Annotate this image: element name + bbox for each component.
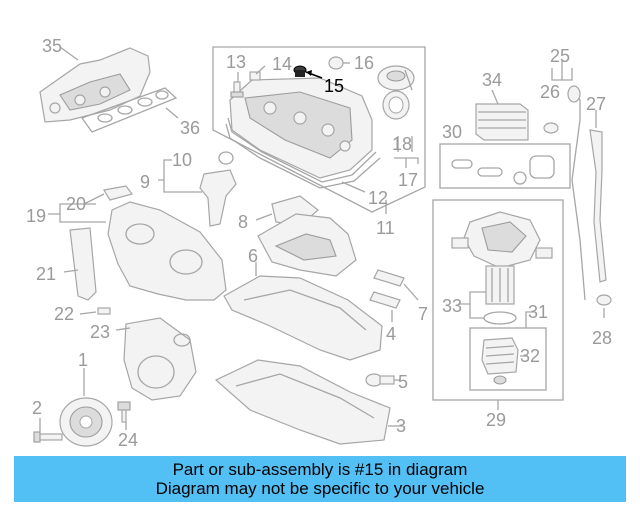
oil-filter-cap xyxy=(481,337,519,385)
callout-18: 18 xyxy=(392,134,412,154)
callout-35: 35 xyxy=(42,36,62,56)
callout-33: 33 xyxy=(442,296,462,316)
o-ring-10 xyxy=(218,151,234,165)
callout-7: 7 xyxy=(418,304,428,324)
oil-filter-element xyxy=(485,265,515,305)
callout-12: 12 xyxy=(368,188,388,208)
callout-3: 3 xyxy=(396,416,406,436)
callout-2: 2 xyxy=(32,398,42,418)
callout-15: 15 xyxy=(324,76,344,96)
seal-ring-18 xyxy=(382,90,410,120)
manifold-6 xyxy=(257,213,357,277)
callout-26: 26 xyxy=(540,82,560,102)
gasket-set-box-30 xyxy=(439,143,571,189)
bolt-13 xyxy=(230,81,244,98)
intake-manifold xyxy=(39,47,151,123)
seal-28 xyxy=(596,294,612,306)
callout-24: 24 xyxy=(118,430,138,450)
callout-25: 25 xyxy=(550,46,570,66)
valve-cover-gasket xyxy=(227,117,377,183)
dipstick-tube xyxy=(589,129,607,283)
banner-line-1: Part or sub-assembly is #15 in diagram xyxy=(172,460,468,479)
callout-31: 31 xyxy=(528,302,548,322)
valve-cover xyxy=(229,77,373,179)
callout-11: 11 xyxy=(376,218,395,238)
callout-34: 34 xyxy=(482,70,502,90)
highlighted-part-15 xyxy=(293,65,323,79)
callout-23: 23 xyxy=(90,322,110,342)
valve-cover-group-box xyxy=(212,46,426,213)
seal-26 xyxy=(543,122,559,134)
callout-32: 32 xyxy=(520,346,540,366)
pump-9 xyxy=(199,169,237,227)
oil-pan-lower xyxy=(214,359,391,445)
bracket-7 xyxy=(369,269,405,309)
callout-21: 21 xyxy=(36,264,56,284)
callout-36: 36 xyxy=(180,118,200,138)
callout-22: 22 xyxy=(54,304,74,324)
filter-cap-box-31 xyxy=(469,327,547,391)
oil-filler-cap xyxy=(377,65,415,91)
cover-seal-21 xyxy=(69,227,97,301)
gasket-set-30 xyxy=(451,155,555,185)
callout-13: 13 xyxy=(226,52,246,72)
parts-diagram: 1 2 3 4 5 6 7 8 9 10 11 12 13 14 15 16 1… xyxy=(26,36,612,450)
callout-29: 29 xyxy=(486,410,506,430)
oil-cooler xyxy=(475,103,529,141)
info-banner: Part or sub-assembly is #15 in diagram D… xyxy=(14,456,626,502)
callout-1: 1 xyxy=(78,350,88,370)
seal-5 xyxy=(365,373,395,387)
bolt-24 xyxy=(117,401,131,423)
sensor-14 xyxy=(249,71,261,81)
callout-19: 19 xyxy=(26,206,46,226)
upper-timing-cover xyxy=(107,201,227,301)
dipstick xyxy=(567,85,586,301)
oil-pan-upper xyxy=(223,275,383,361)
callout-8: 8 xyxy=(238,212,248,232)
bracket-20 xyxy=(103,185,134,201)
callout-6: 6 xyxy=(248,246,258,266)
lower-timing-cover xyxy=(123,317,197,401)
callout-28: 28 xyxy=(592,328,612,348)
callout-14: 14 xyxy=(272,54,292,74)
callout-30: 30 xyxy=(442,122,462,142)
callout-4: 4 xyxy=(386,324,396,344)
callout-27: 27 xyxy=(586,94,606,114)
crankshaft-pulley xyxy=(59,397,113,447)
intake-gasket xyxy=(80,87,178,133)
callout-20: 20 xyxy=(66,194,86,214)
oil-filter-housing xyxy=(451,211,553,269)
callout-10: 10 xyxy=(172,150,192,170)
callout-9: 9 xyxy=(140,172,150,192)
callout-5: 5 xyxy=(398,372,408,392)
callout-16: 16 xyxy=(354,53,374,73)
bolt-22 xyxy=(97,307,111,315)
pulley-bolt-2 xyxy=(33,431,63,443)
callout-17: 17 xyxy=(398,170,418,190)
callout-labels: 1 2 3 4 5 6 7 8 9 10 11 12 13 14 15 16 1… xyxy=(26,36,612,450)
o-ring-16 xyxy=(328,56,344,70)
banner-line-2: Diagram may not be specific to your vehi… xyxy=(155,479,485,498)
o-ring-33 xyxy=(483,311,517,325)
